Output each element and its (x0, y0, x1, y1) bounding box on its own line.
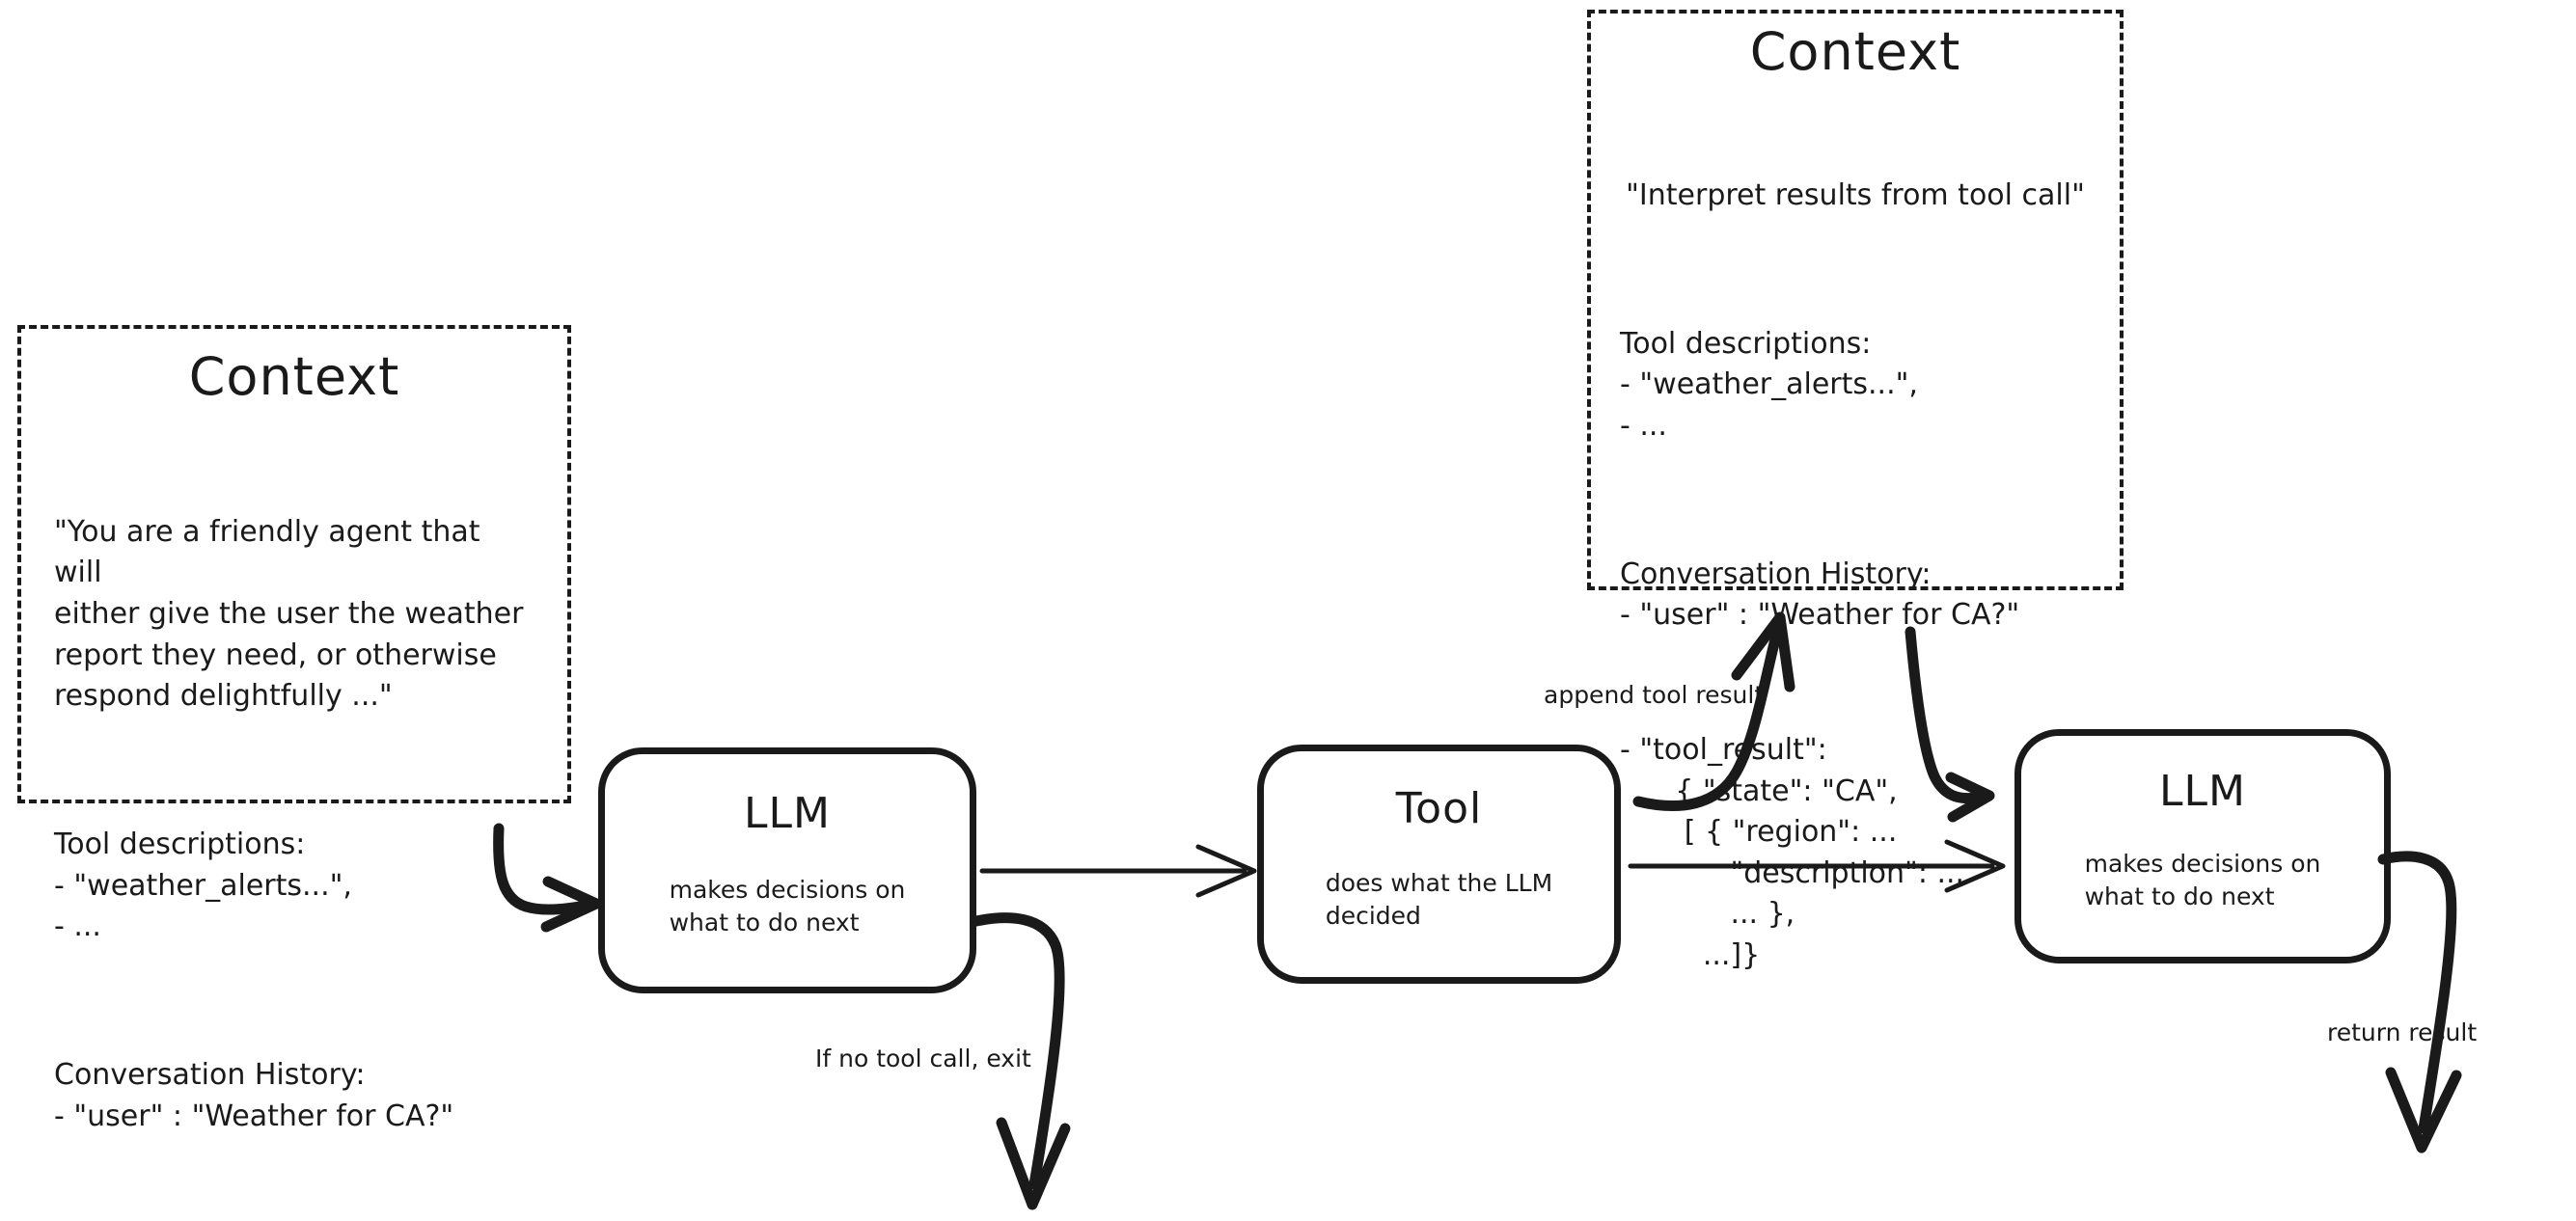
node-llm-first-subtitle: makes decisions on what to do next (669, 876, 906, 936)
context-left-system-prompt: "You are a friendly agent that will eith… (54, 514, 524, 714)
node-tool-subtitle: does what the LLM decided (1325, 869, 1553, 930)
edge-label-append-tool-result: append tool result (1544, 681, 1765, 709)
context-right-system-prompt: "Interpret results from tool call" (1626, 177, 2085, 212)
context-left-tool-descriptions: Tool descriptions: - "weather_alerts..."… (54, 828, 352, 944)
edge-label-return-result: return result (2327, 1018, 2478, 1046)
arrow-llm-second-return-result (2377, 851, 2462, 1153)
edge-label-exit: If no tool call, exit (815, 1045, 1031, 1072)
context-left-body: "You are a friendly agent that will eith… (54, 430, 534, 1220)
node-llm-first-title: LLM (744, 789, 831, 838)
node-tool-title: Tool (1395, 784, 1483, 833)
context-right-tool-descriptions: Tool descriptions: - "weather_alerts..."… (1620, 326, 1918, 443)
arrow-llm-first-to-tool (979, 844, 1257, 898)
node-llm-second-subtitle: makes decisions on what to do next (2084, 850, 2321, 910)
context-right-title: Context (1749, 21, 1961, 82)
context-left-conversation-history: Conversation History: - "user" : "Weathe… (54, 1058, 454, 1133)
node-llm-second[interactable]: LLM makes decisions on what to do next (2014, 729, 2391, 963)
context-box-left: Context "You are a friendly agent that w… (17, 325, 571, 1133)
node-llm-second-title: LLM (2159, 767, 2246, 816)
node-tool[interactable]: Tool does what the LLM decided (1257, 745, 1621, 984)
node-llm-first[interactable]: LLM makes decisions on what to do next (598, 747, 976, 993)
context-box-right: Context "Interpret results from tool cal… (1587, 10, 2124, 972)
context-right-conversation-history: Conversation History: - "user" : "Weathe… (1620, 556, 2020, 633)
context-left-title: Context (188, 346, 400, 407)
